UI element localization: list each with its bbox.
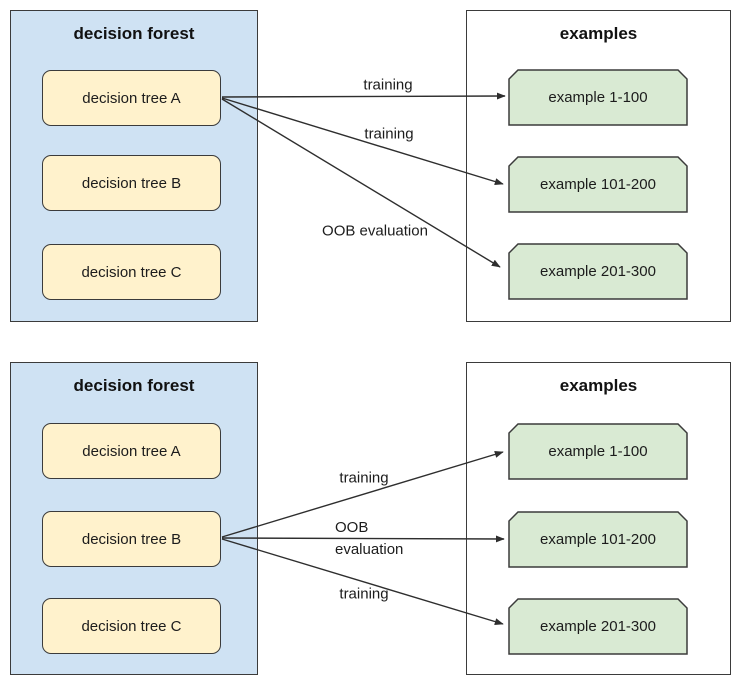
- node-example-201-300-top: example 201-300: [508, 243, 688, 300]
- arrow-label-oob-evaluation-1: OOB evaluation: [322, 222, 428, 240]
- arrow-label-training-3: training: [339, 469, 389, 487]
- arrow-label-training-1: training: [363, 76, 413, 94]
- examples-panel-top: examples example 1-100 example 101-200 e…: [466, 10, 731, 322]
- arrow-label-training-2: training: [364, 125, 414, 143]
- node-decision-tree-b-bottom: decision tree B: [42, 511, 221, 567]
- beveled-card-shape: [508, 511, 688, 568]
- node-label: decision tree C: [81, 263, 182, 281]
- node-label: decision tree C: [81, 617, 182, 635]
- node-label: example 101-200: [540, 531, 656, 548]
- panel-title-decision-forest-top: decision forest: [73, 24, 195, 43]
- node-decision-tree-b-top: decision tree B: [42, 155, 221, 211]
- node-decision-tree-a-top: decision tree A: [42, 70, 221, 126]
- node-label: example 1-100: [548, 443, 648, 460]
- panel-title-examples-top: examples: [559, 24, 638, 43]
- decision-forest-panel-top: decision forest decision tree A decision…: [10, 10, 258, 322]
- arrow-label-oob-evaluation-2: OOB evaluation: [335, 519, 404, 558]
- arrow-label-training-4: training: [339, 585, 389, 603]
- node-label: example 201-300: [540, 618, 656, 635]
- node-example-101-200-top: example 101-200: [508, 156, 688, 213]
- node-label: decision tree B: [81, 530, 182, 548]
- beveled-card-shape: [508, 69, 688, 126]
- panel-title-examples-bottom: examples: [559, 376, 638, 395]
- node-example-1-100-bottom: example 1-100: [508, 423, 688, 480]
- node-label: example 1-100: [548, 89, 648, 106]
- beveled-card-shape: [508, 423, 688, 480]
- node-label: example 201-300: [540, 263, 656, 280]
- arrow-treeA-ex3: [221, 98, 501, 268]
- node-example-201-300-bottom: example 201-300: [508, 598, 688, 655]
- beveled-card-shape: [508, 598, 688, 655]
- arrow-treeA-ex2: [221, 97, 504, 185]
- node-decision-tree-a-bottom: decision tree A: [42, 423, 221, 479]
- examples-panel-bottom: examples example 1-100 example 101-200 e…: [466, 362, 731, 675]
- node-example-1-100-top: example 1-100: [508, 69, 688, 126]
- node-decision-tree-c-top: decision tree C: [42, 244, 221, 300]
- beveled-card-shape: [508, 243, 688, 300]
- panel-title-decision-forest-bottom: decision forest: [73, 376, 195, 395]
- node-label: decision tree B: [81, 174, 182, 192]
- node-label: decision tree A: [82, 442, 181, 460]
- node-label: example 101-200: [540, 176, 656, 193]
- beveled-card-shape: [508, 156, 688, 213]
- node-label: decision tree A: [82, 89, 181, 107]
- arrow-treeA-ex1: [221, 92, 506, 100]
- node-decision-tree-c-bottom: decision tree C: [42, 598, 221, 654]
- decision-forest-panel-bottom: decision forest decision tree A decision…: [10, 362, 258, 675]
- node-example-101-200-bottom: example 101-200: [508, 511, 688, 568]
